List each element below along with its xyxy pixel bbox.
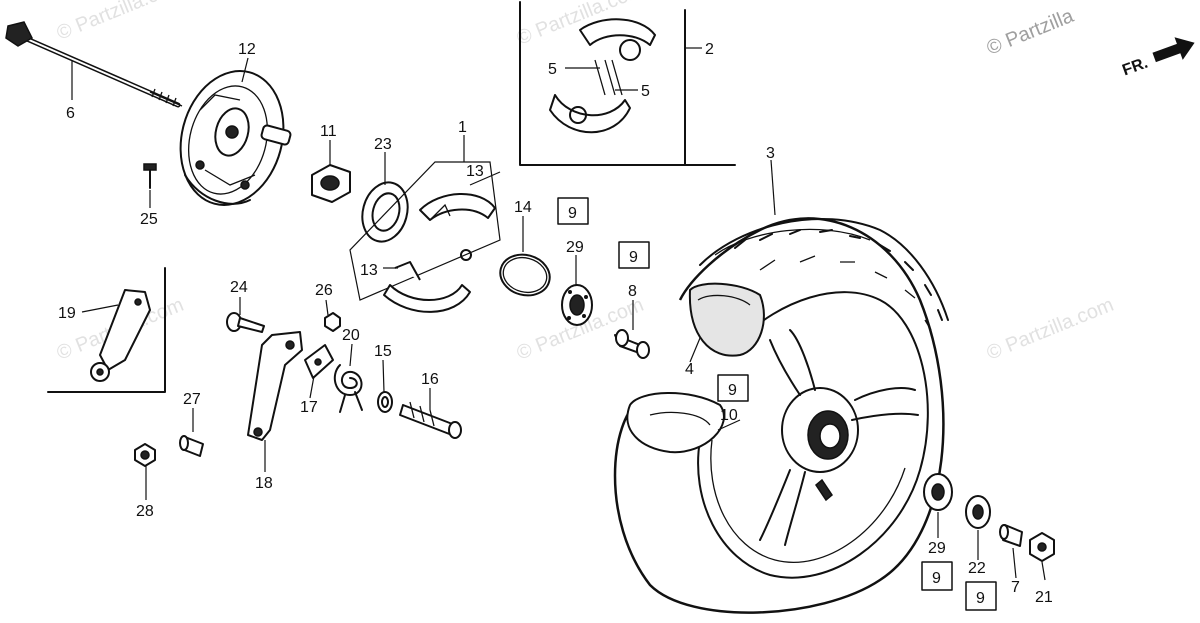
part-collar: [614, 329, 650, 359]
part-wear-indicator: [304, 344, 334, 379]
part-bearing-lower: [923, 473, 953, 511]
callout-26: 26: [315, 282, 333, 299]
arrow-right-icon: [1152, 37, 1195, 63]
callout-9d: 9: [932, 570, 941, 587]
callout-13a: 13: [466, 163, 484, 180]
callout-28: 28: [136, 503, 154, 520]
callout-17: 17: [300, 399, 318, 416]
callout-11: 11: [320, 123, 337, 140]
callout-4: 4: [685, 361, 694, 378]
watermark-text: © Partzilla: [984, 5, 1078, 60]
part-bolt: [226, 312, 265, 333]
part-axle: [5, 21, 183, 108]
optional-shoe-kit-box: [519, 1, 736, 166]
callout-8: 8: [628, 283, 637, 300]
part-return-spring: [499, 253, 551, 297]
part-small-nut: [324, 312, 341, 332]
boxed-callout-frames: [557, 197, 997, 611]
callout-19: 19: [58, 305, 76, 322]
part-washer: [377, 391, 393, 413]
part-brake-panel: [179, 70, 292, 206]
part-torsion-spring: [333, 364, 363, 413]
part-dust-seal: [361, 181, 409, 243]
callout-23: 23: [374, 136, 392, 153]
callout-18: 18: [255, 475, 273, 492]
callout-9e: 9: [976, 590, 985, 607]
callout-3: 3: [766, 145, 775, 162]
callout-2: 2: [705, 41, 714, 58]
front-direction-indicator: FR.: [1120, 37, 1195, 80]
part-brake-shoe-set: [349, 161, 501, 313]
watermark-text: © Partzilla.com: [984, 294, 1117, 365]
part-nut-left: [134, 443, 156, 467]
callout-25: 25: [140, 211, 158, 228]
callout-20: 20: [342, 327, 360, 344]
leader-lines: [71, 47, 1046, 581]
part-dust-seal-lower: [965, 495, 991, 529]
part-bearing: [561, 284, 593, 326]
part-pin: [179, 435, 204, 457]
part-distance-collar: [999, 524, 1023, 547]
callout-21: 21: [1035, 589, 1053, 606]
callout-labels: 1 2 3 4 5 5 6 7 8 9 9 9 9 9 10 11 12 13 …: [58, 41, 1053, 607]
callout-1: 1: [458, 119, 467, 136]
part-screw: [143, 163, 157, 189]
callout-10: 10: [720, 407, 738, 424]
callout-6: 6: [66, 105, 75, 122]
callout-12: 12: [238, 41, 256, 58]
part-axle-nut: [1029, 532, 1055, 562]
callout-24: 24: [230, 279, 248, 296]
callout-9c: 9: [728, 382, 737, 399]
callout-27: 27: [183, 391, 201, 408]
part-wheel-tire-assembly: [613, 217, 949, 614]
part-castle-nut: [311, 164, 351, 203]
watermark-text: © Partzilla.com: [54, 0, 187, 45]
callout-29a: 29: [566, 239, 584, 256]
callout-9a: 9: [568, 205, 577, 222]
callout-22: 22: [968, 560, 986, 577]
callout-14: 14: [514, 199, 532, 216]
callout-9b: 9: [629, 249, 638, 266]
callout-15: 15: [374, 343, 392, 360]
callout-5b: 5: [641, 83, 650, 100]
callout-5a: 5: [548, 61, 557, 78]
part-arm-lever-group: [47, 267, 166, 393]
callout-13b: 13: [360, 262, 378, 279]
callout-29b: 29: [928, 540, 946, 557]
part-brake-arm: [247, 331, 303, 441]
part-brake-cam: [399, 401, 462, 439]
callout-7: 7: [1011, 579, 1020, 596]
callout-16: 16: [421, 371, 439, 388]
front-label: FR.: [1120, 55, 1150, 80]
